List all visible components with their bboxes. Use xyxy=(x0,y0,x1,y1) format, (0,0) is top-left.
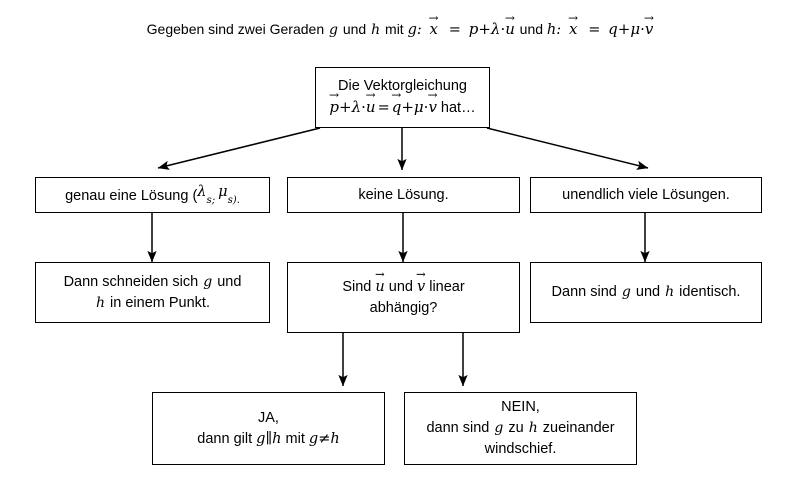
root-mu: μ xyxy=(413,98,424,116)
caption-h-q: q xyxy=(608,20,618,38)
node-linear-question-line1: Sind u und v linear xyxy=(342,277,464,298)
node-one-solution-text: genau eine Lösung (λs;μs). xyxy=(65,182,240,208)
node-no-solution-text: keine Lösung. xyxy=(358,186,449,203)
one-solution-semicolon: ; xyxy=(211,194,216,206)
caption-line-g-label: g: xyxy=(407,22,422,38)
no-text-a: dann sind xyxy=(426,420,490,437)
identical-var-g: g xyxy=(621,284,631,301)
linear-u-vector: u xyxy=(375,277,384,298)
arrow-root-to-one-solution xyxy=(157,127,321,170)
caption-h-dot: · xyxy=(640,20,645,38)
no-text-c: zueinander xyxy=(542,420,615,437)
node-linear-dependent-question[interactable]: Sind u und v linear abhängig? xyxy=(287,262,520,333)
yes-parallel-g: g xyxy=(256,430,266,447)
linear-text-a: Sind xyxy=(342,278,372,295)
node-identical-lines[interactable]: Dann sind g und h identisch. xyxy=(530,262,762,323)
caption-var-g: g xyxy=(329,22,338,38)
node-no-solution[interactable]: keine Lösung. xyxy=(287,177,520,213)
one-solution-lambda: λ xyxy=(197,183,207,200)
caption-h-x-vector: x xyxy=(566,20,580,38)
caption-line-g-equation: g: x = p+λ·u xyxy=(408,20,520,38)
one-solution-mu: μ xyxy=(218,183,228,200)
root-v-vector: v xyxy=(428,97,436,118)
caption-g-plus: + xyxy=(478,20,491,38)
caption-line-h-label: h: xyxy=(546,22,562,38)
node-intersect-line2: h in einem Punkt. xyxy=(95,293,210,314)
root-dot-2: · xyxy=(423,98,429,116)
no-var-g: g xyxy=(494,420,504,437)
no-text-b: zu xyxy=(508,420,524,437)
no-var-h: h xyxy=(528,420,538,437)
node-intersect-line1: Dann schneiden sich g und xyxy=(64,272,242,293)
caption-h-v-vector: v xyxy=(645,20,653,38)
linear-text-c: linear xyxy=(429,278,465,295)
root-dot-1: · xyxy=(361,98,366,116)
one-solution-sub-s1: s xyxy=(206,194,212,206)
caption-h-equals: = xyxy=(588,22,601,38)
node-answer-yes[interactable]: JA, dann gilt g∥h mit g≠h xyxy=(152,392,385,465)
root-q-vector: q xyxy=(392,97,402,118)
root-equals: = xyxy=(377,100,390,116)
caption-var-h: h xyxy=(371,22,381,38)
node-vector-equation-formula: p+λ·u=q+μ·vhat… xyxy=(329,97,475,119)
root-u-vector: u xyxy=(366,97,376,118)
root-plus-2: + xyxy=(401,98,414,116)
node-answer-no[interactable]: NEIN, dann sind g zu h zueinander windsc… xyxy=(404,392,637,465)
identical-text-b: und xyxy=(635,284,661,301)
node-identical-text: Dann sind g und h identisch. xyxy=(552,282,741,303)
node-no-title: NEIN, xyxy=(501,399,540,416)
root-tail: hat… xyxy=(440,100,476,116)
yes-parallel-symbol: ∥ xyxy=(265,430,273,447)
arrow-root-to-infinite-solutions xyxy=(486,127,649,170)
node-vector-equation[interactable]: Die Vektorgleichung p+λ·u=q+μ·vhat… xyxy=(315,67,490,128)
node-intersect-point[interactable]: Dann schneiden sich g und h in einem Pun… xyxy=(35,262,270,323)
intersect-text-a: Dann schneiden sich xyxy=(63,273,199,290)
node-infinite-solutions-text: unendlich viele Lösungen. xyxy=(562,186,730,203)
one-solution-sub-s2: s xyxy=(227,194,233,206)
node-linear-question-line2: abhängig? xyxy=(369,299,438,316)
yes-neq-h: h xyxy=(330,430,340,447)
caption-mid: und xyxy=(342,21,367,37)
caption-g-u-vector: u xyxy=(505,20,515,38)
yes-parallel-h: h xyxy=(272,430,282,447)
caption-g-equals: = xyxy=(448,22,461,38)
identical-var-h: h xyxy=(665,284,675,301)
caption-prefix: Gegeben sind zwei Geraden xyxy=(146,21,325,37)
node-no-detail-line1: dann sind g zu h zueinander xyxy=(426,418,614,439)
caption-line-h-equation: h: x = q+μ·v xyxy=(547,20,653,38)
identical-text-a: Dann sind xyxy=(551,284,617,301)
given-caption: Gegeben sind zwei Geraden g und h mit g:… xyxy=(0,20,800,38)
linear-v-vector: v xyxy=(417,277,425,298)
intersect-var-g: g xyxy=(203,273,213,290)
identical-text-c: identisch. xyxy=(679,284,741,301)
node-infinite-solutions[interactable]: unendlich viele Lösungen. xyxy=(530,177,762,213)
yes-text-b: mit xyxy=(285,430,305,447)
root-p-vector: p xyxy=(329,97,339,118)
root-plus-1: + xyxy=(339,98,352,116)
caption-g-x-vector: x xyxy=(427,20,441,38)
intersect-var-h: h xyxy=(95,294,106,311)
yes-text-a: dann gilt xyxy=(197,430,253,447)
caption-g-dot: · xyxy=(500,20,506,38)
caption-h-plus: + xyxy=(617,20,631,38)
caption-g-p: p xyxy=(468,20,479,38)
root-lambda: λ xyxy=(351,98,362,116)
node-yes-title: JA, xyxy=(258,409,279,426)
caption-g-lambda: λ xyxy=(490,20,501,38)
yes-neq-symbol: ≠ xyxy=(318,430,331,447)
node-vector-equation-title: Die Vektorgleichung xyxy=(338,78,467,95)
one-solution-label: genau eine Lösung ( xyxy=(65,187,198,204)
one-solution-close: ). xyxy=(232,194,240,206)
node-yes-detail: dann gilt g∥h mit g≠h xyxy=(197,429,339,450)
node-no-detail-line2: windschief. xyxy=(484,440,557,457)
node-exactly-one-solution[interactable]: genau eine Lösung (λs;μs). xyxy=(35,177,270,213)
caption-mit: mit xyxy=(385,21,404,37)
linear-text-b: und xyxy=(388,278,413,295)
caption-und2: und xyxy=(519,21,544,37)
intersect-text-b: und xyxy=(217,273,242,290)
intersect-text-c: in einem Punkt. xyxy=(110,294,210,311)
yes-neq-g: g xyxy=(308,430,319,447)
caption-h-mu: μ xyxy=(630,20,641,38)
